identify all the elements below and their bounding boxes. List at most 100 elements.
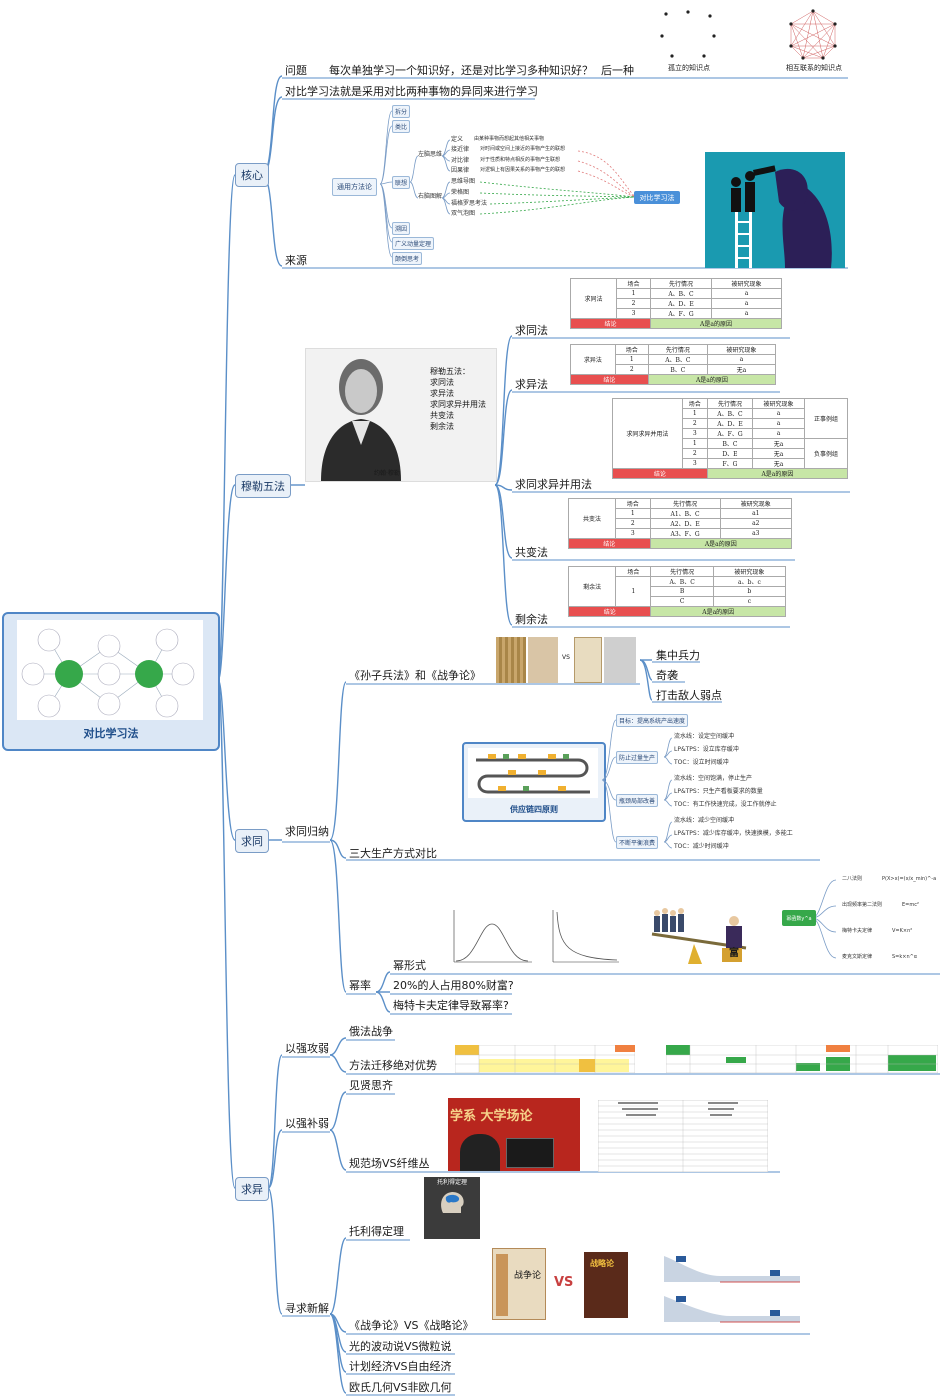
cell: A、B、C	[649, 288, 713, 299]
method-item-6[interactable]: 颠倒思考	[392, 252, 423, 265]
method-item-3[interactable]: 联想	[392, 176, 411, 189]
left-item-4: 因果律	[451, 167, 470, 174]
mule-method-5[interactable]: 剩余法	[515, 613, 548, 626]
root-node[interactable]: 对比学习法	[2, 612, 220, 751]
cell: A是a的原因	[649, 538, 793, 549]
cell: a3	[719, 528, 793, 539]
method-item-2[interactable]: 类比	[392, 120, 411, 133]
left-item-3: 对比律	[451, 157, 470, 164]
supply-chain-card[interactable]: 供应链四原则	[462, 742, 606, 822]
cell: 结论	[570, 374, 649, 385]
topic-jianxian[interactable]: 见贤思齐	[349, 1079, 393, 1092]
topic-laiyuan[interactable]: 来源	[285, 254, 307, 267]
topic-yiqiang[interactable]: 以强攻弱	[285, 1042, 329, 1055]
mule-method-2[interactable]: 求异法	[515, 378, 548, 391]
method-item-5[interactable]: 广义动量定理	[392, 237, 435, 250]
method-item-4[interactable]: 溯因	[392, 222, 411, 235]
lianxiang-left: 左脑思维	[418, 151, 443, 158]
topic-books[interactable]: 《战争论》VS《战略论》	[349, 1319, 474, 1332]
spreadsheet-table-left	[455, 1045, 635, 1073]
method-item-1[interactable]: 拆分	[392, 105, 411, 118]
slope-physics-diagram	[664, 1256, 800, 1323]
cell: c	[712, 596, 787, 607]
cell: a	[711, 288, 782, 299]
topic-wenti[interactable]: 问题	[285, 64, 307, 77]
topic-guina[interactable]: 求同归纳	[285, 825, 329, 838]
video-caption: 学系 大学场论	[450, 1109, 533, 1124]
other-3[interactable]: 欧氏几何VS非欧几何	[349, 1381, 452, 1394]
other-2[interactable]: 计划经济VS自由经济	[349, 1360, 452, 1373]
right-item-3: 福格罗思考法	[451, 200, 488, 207]
cell: B、C	[706, 438, 754, 449]
principle-3[interactable]: 瓶颈局部改善	[616, 794, 659, 807]
caption-isolated: 孤立的知识点	[668, 64, 710, 72]
telescope-illustration	[705, 152, 845, 268]
milv-item-1[interactable]: 幂形式	[393, 959, 426, 972]
other-1[interactable]: 光的波动说VS微粒说	[349, 1340, 452, 1353]
cell: 结论	[567, 606, 652, 617]
topic-guifan[interactable]: 规范场VS纤维丛	[349, 1157, 430, 1170]
cell: 被研究现象	[706, 344, 777, 355]
sunzi-point-3[interactable]: 打击敌人弱点	[656, 689, 722, 702]
cell: 场合	[614, 498, 651, 509]
topic-tuoli[interactable]: 托利得定理	[349, 1225, 404, 1238]
cell: a、b、c	[712, 576, 787, 587]
cell: 被研究现象	[711, 278, 782, 289]
principle-1[interactable]: 目标：提高系统产出速度	[616, 714, 689, 727]
cell: a	[706, 354, 777, 365]
cell: 1	[614, 354, 649, 365]
mule-method-1[interactable]: 求同法	[515, 324, 548, 337]
mule-method-3[interactable]: 求同求异并用法	[515, 478, 592, 491]
milv-item-2[interactable]: 20%的人占用80%财富?	[393, 979, 514, 992]
topic-milv[interactable]: 幂率	[349, 979, 371, 992]
power-root-node[interactable]: 幂函数y^a	[782, 910, 816, 926]
topic-xinjie[interactable]: 寻求新解	[285, 1302, 329, 1315]
branch-mule[interactable]: 穆勒五法	[235, 474, 291, 498]
cell: A、B、C	[647, 354, 708, 365]
cell: 1	[615, 576, 652, 607]
topic-wenti-text[interactable]: 每次单独学习一个知识好，还是对比学习多种知识好？	[329, 64, 593, 77]
left-desc-4: 对逻辑上有因果关系的事物产生的联想	[480, 167, 566, 173]
sunzi-point-2[interactable]: 奇袭	[656, 669, 678, 682]
principle-4[interactable]: 不断平衡浪费	[616, 836, 659, 849]
portrait-name: 约翰·穆勒	[374, 470, 400, 477]
topic-sanda[interactable]: 三大生产方式对比	[349, 847, 437, 860]
cell: 求同法	[570, 278, 617, 319]
branch-hexin[interactable]: 核心	[235, 163, 269, 187]
sunzi-point-1[interactable]: 集中兵力	[656, 649, 700, 662]
principle-2[interactable]: 防止过量生产	[616, 751, 659, 764]
cell: 1	[614, 508, 651, 519]
topic-houyi[interactable]: 后一种	[601, 64, 634, 77]
milv-item-3[interactable]: 梅特卡夫定律导致幂率?	[393, 999, 509, 1012]
power-connectors	[812, 879, 837, 959]
power-formula-2: E=mc²	[902, 902, 919, 908]
cell: F、G	[706, 458, 754, 469]
detail-3-2: LP&TPS：减少库存缓冲，快速换模，多能工	[674, 830, 793, 837]
root-thumbnail-diagram	[17, 620, 203, 720]
cell: 无a	[752, 448, 805, 459]
cell: a	[752, 408, 805, 419]
cell: 无a	[706, 364, 777, 375]
tuoli-book-cover: 托利得定理	[424, 1177, 480, 1239]
power-formula-4: S=k×n^α	[892, 954, 918, 960]
topic-ejun[interactable]: 俄法战争	[349, 1025, 393, 1038]
topic-definition[interactable]: 对比学习法就是采用对比两种事物的异同来进行学习	[285, 85, 538, 98]
target-node[interactable]: 对比学习法	[634, 191, 680, 204]
method-root[interactable]: 通用方法论	[332, 178, 377, 196]
right-item-4: 双气泡图	[451, 210, 476, 217]
cell: A是a的原因	[706, 468, 849, 479]
cell: a2	[719, 518, 793, 529]
left-desc-1: 由某种事物而想起其他相关事物	[474, 136, 545, 142]
cell: 先行情况	[649, 278, 713, 289]
mule-method-4[interactable]: 共变法	[515, 546, 548, 559]
topic-sunzi[interactable]: 《孙子兵法》和《战争论》	[349, 669, 481, 682]
cell: 先行情况	[647, 344, 708, 355]
topic-fangfa[interactable]: 方法迁移绝对优势	[349, 1059, 437, 1072]
detail-2-2: LP&TPS：只生产看板要求的数量	[674, 788, 763, 795]
topic-yibu[interactable]: 以强补弱	[285, 1117, 329, 1130]
connected-dots-icon	[789, 9, 837, 60]
branch-qiutong[interactable]: 求同	[235, 829, 269, 853]
branch-qiuyi[interactable]: 求异	[235, 1177, 269, 1201]
cell: A、B、C	[650, 576, 714, 587]
